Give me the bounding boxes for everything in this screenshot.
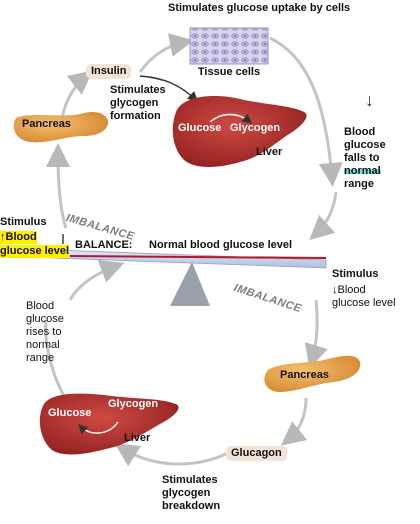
arrow-pancreas-to-glucagon [280, 397, 308, 446]
stimulates-uptake-text: Stimulates glucose uptake by cells [168, 2, 351, 14]
top-pancreas-label: Pancreas [22, 118, 71, 130]
glucagon-tag: Glucagon [226, 446, 287, 461]
left-stimulus-title: Stimulus [0, 216, 47, 228]
left-stimulus-line-2: glucose level [0, 245, 70, 258]
top-liver-label: Liver [256, 146, 283, 158]
arrow-imbalance-to-pancreas [46, 143, 71, 229]
falls-line-3: falls to [344, 152, 380, 164]
falls-text: Blood glucose falls to normal range [344, 126, 386, 191]
falls-line-5: range [344, 178, 374, 190]
arrow-pancreas-to-insulin [60, 70, 94, 119]
right-stimulus-title: Stimulus [332, 268, 379, 280]
stimulates-formation-text: Stimulates glycogen formation [110, 84, 166, 122]
rises-text: Blood glucose rises to normal range [26, 300, 64, 364]
tissue-cells-label: Tissue cells [197, 66, 261, 78]
arrow-liver-to-rises [44, 319, 66, 397]
stimulates-breakdown-text: Stimulates glycogen breakdown [162, 474, 221, 512]
bottom-liver-glucose-label: Glucose [48, 407, 92, 419]
seesaw-beam [0, 247, 327, 269]
bottom-liver-glucose-arrow [78, 421, 119, 435]
seesaw-tilt-line [69, 255, 327, 259]
bottom-liver-glycogen-label: Glycogen [108, 398, 159, 410]
arrow-falls-to-balance [309, 191, 338, 241]
arrow-insulin-to-liver [139, 75, 199, 103]
top-liver-glycogen-label: Glycogen [230, 122, 281, 134]
arrow-rises-to-balance [68, 260, 125, 301]
falls-line-1: Blood [344, 126, 376, 138]
bottom-liver-shape [39, 393, 179, 455]
bottom-pancreas-shape [264, 355, 361, 392]
arrow-glucagon-to-liver [114, 443, 227, 467]
balance-text: Normal blood glucose level [149, 239, 293, 251]
arrow-insulin-to-tissue [138, 33, 194, 73]
pen-mark-annotation: ↓ [365, 90, 374, 110]
bottom-liver-label: Liver [124, 432, 151, 444]
top-pancreas-shape [13, 112, 109, 143]
left-stimulus-line-1: ↑Blood [0, 231, 37, 244]
right-stimulus-body: ↓Blood glucose level [332, 284, 396, 309]
insulin-tag: Insulin [86, 64, 132, 79]
tissue-cells-image [189, 27, 269, 65]
balance-label: BALANCE: [75, 239, 133, 251]
arrow-tissue-to-falls [269, 36, 343, 187]
top-liver-glucose-label: Glucose [178, 122, 222, 134]
falls-normal-highlight: normal [344, 165, 381, 178]
top-liver-shape [172, 96, 307, 167]
falls-line-2: glucose [344, 139, 386, 151]
bottom-pancreas-label: Pancreas [280, 369, 329, 381]
seesaw-fulcrum [170, 262, 210, 306]
top-liver-glycogen-arrow [209, 113, 253, 124]
arrow-stimulus-to-pancreas [304, 299, 328, 369]
